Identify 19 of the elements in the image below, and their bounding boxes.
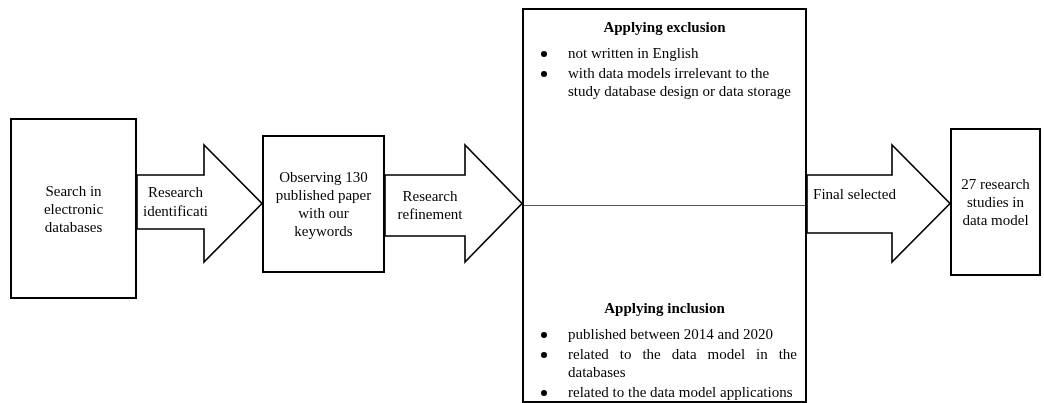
edge-label: Final selected	[812, 185, 897, 204]
section-heading: Applying inclusion	[603, 299, 726, 317]
block-arrow	[806, 143, 952, 264]
bullet-text: related to the data model applications	[568, 384, 793, 400]
box-text: Observing 130 published paper with our keywords	[274, 168, 373, 240]
box-text: 27 research studies in data model	[960, 175, 1031, 229]
section-heading: Applying exclusion	[602, 18, 727, 36]
bullet-text: not written in English	[568, 45, 699, 61]
bullet-text: with data models irrelevant to the study database design or data storage	[568, 65, 791, 99]
edge-label: Research refinement	[396, 186, 464, 224]
box-text: Search in electronic databases	[42, 181, 105, 236]
block-arrow	[136, 143, 264, 264]
block-arrow	[384, 143, 524, 264]
process-box	[950, 128, 1041, 276]
criteria-box	[522, 8, 807, 403]
edge-label: Research identificati	[142, 183, 209, 221]
process-box	[262, 135, 385, 273]
bullet-text: published between 2014 and 2020	[568, 326, 773, 342]
process-box	[10, 118, 137, 299]
